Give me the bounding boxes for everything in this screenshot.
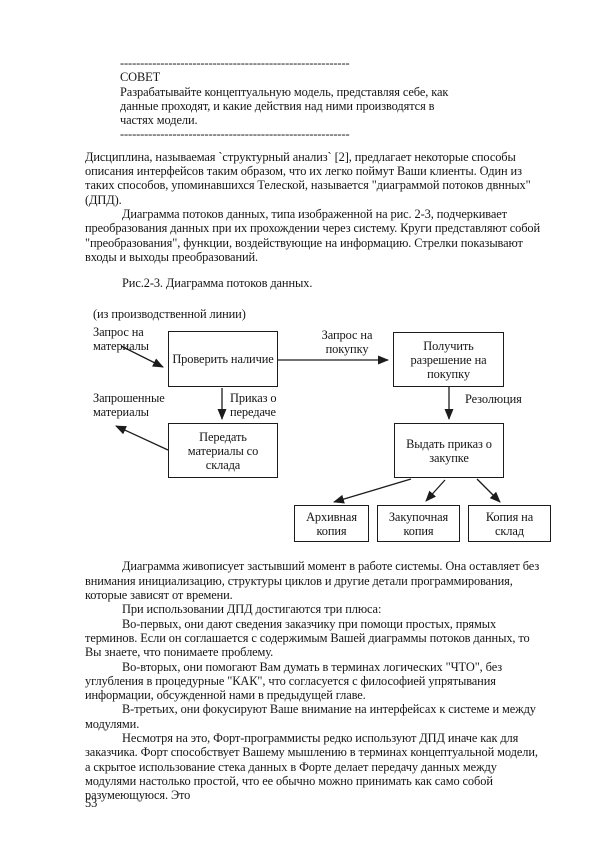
label-request-materials: Запрос на материалы [93,325,149,354]
box-archive-copy: Архивная копия [294,505,369,543]
box-warehouse-copy: Копия на склад [468,505,551,543]
data-flow-diagram: (из производственной линии) Запрос на ма… [85,302,555,550]
page-number: 53 [85,796,98,810]
paragraph-second-plus: Во-вторых, они помогают Вам думать в тер… [85,659,503,703]
arrow-transfer-to-requested-materials [115,425,169,452]
box-check-availability: Проверить наличие [168,331,278,388]
box-transfer-materials: Передать материалы со склада [168,423,278,479]
box-get-purchase-permission: Получить разрешение на покупку [393,332,504,388]
tip-title: СОВЕТ [120,70,161,85]
box-issue-purchase-order: Выдать приказ о закупке [394,423,504,479]
diagram-arrows [115,345,501,504]
arrow-order-to-warehouse-copy [476,478,501,504]
box-purchase-copy: Закупочная копия [377,505,460,543]
paragraph-structural-analysis: Дисциплина, называемая `структурный анал… [85,149,531,207]
body-text: Диаграмма живописует застывший момент в … [85,559,543,802]
label-transfer-order: Приказ о передаче [230,391,277,420]
paragraph-three-pluses: При использовании ДПД достигаются три пл… [122,602,382,617]
paragraph-forth-programmers: Несмотря на это, Форт-программисты редко… [85,731,538,803]
page-content: ----------------------------------------… [85,56,551,803]
paragraph-third-plus: В-третьих, они фокусируют Ваше внимание … [85,702,536,731]
paragraph-diagram-snapshot: Диаграмма живописует застывший момент в … [85,559,540,603]
label-request-purchase: Запрос на покупку [321,328,373,357]
figure-caption: Рис.2-3. Диаграмма потоков данных. [122,276,313,291]
arrow-order-to-purchase-copy [425,480,446,503]
label-production-line-note: (из производственной линии) [93,307,246,322]
label-requested-materials: Запрошенные материалы [93,391,165,420]
label-resolution: Резолюция [465,392,522,407]
paragraph-first-plus: Во-первых, они дают сведения заказчику п… [85,616,530,660]
tip-box: ----------------------------------------… [120,56,462,142]
paragraph-dfd-intro: Диаграмма потоков данных, типа изображен… [85,206,541,264]
tip-divider-top: ----------------------------------------… [120,56,350,70]
arrow-order-to-archive-copy [333,478,412,504]
tip-body: Разрабатывайте концептуальную модель, пр… [120,84,449,128]
arrow-request-materials-to-check [120,345,164,369]
tip-divider-bottom: ----------------------------------------… [120,127,350,142]
